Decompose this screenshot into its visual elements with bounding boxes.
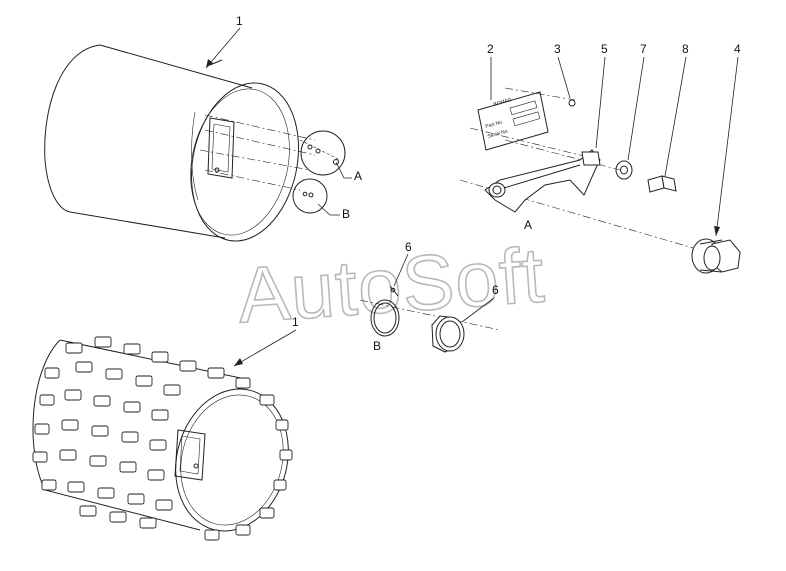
label-b-detail: B [373,339,381,353]
leader-6-lower [461,297,495,323]
data-plate: BOMAG Part No. Serial No. [477,91,549,151]
plug-nut-6 [431,315,465,353]
axis-lines-drum [199,114,316,191]
label-a-detail: A [524,218,532,232]
callout-1-top: 1 [236,14,243,28]
callout-5: 5 [601,42,608,56]
callout-6-upper: 6 [405,240,412,254]
leader-5 [595,56,606,149]
drain-plug [691,238,741,274]
label-b-drum: B [342,207,350,221]
bracket [484,149,601,213]
callout-6-lower: 6 [492,283,499,297]
callout-4: 4 [734,42,741,56]
callout-8: 8 [682,42,689,56]
arrow-1-bottom [234,358,243,366]
label-pointer-b-drum [317,203,340,216]
leader-3 [557,56,571,99]
leader-1-top [205,27,241,69]
label-a-drum: A [354,169,362,183]
smooth-drum [44,44,300,242]
arrow-1-top [206,59,213,68]
rivet [568,99,576,107]
washer [615,160,633,180]
plate-serial-label: Serial No. [487,128,510,140]
detail-circle-b [292,178,328,214]
leader-7 [627,56,645,161]
plate-part-label: Part No. [485,119,504,130]
arrow-4 [714,226,720,236]
leader-6-upper [393,253,409,287]
leader-4 [715,56,739,237]
padfoot-pads [32,336,293,541]
watermark-text: AutoSoft [235,230,548,339]
label-pointer-a-drum [335,161,352,179]
callout-1-bottom: 1 [292,315,299,329]
callout-2: 2 [487,42,494,56]
leader-8 [664,56,687,177]
callout-3: 3 [554,42,561,56]
leader-1-bottom [233,329,297,367]
plate-brand: BOMAG [493,97,513,108]
o-ring-b [370,299,400,337]
axis-line-b [359,299,501,331]
detail-circle-a [299,130,346,176]
pin-6-upper [389,285,399,297]
axis-lines-a [459,87,701,251]
callout-7: 7 [640,42,647,56]
bolt [647,175,677,193]
